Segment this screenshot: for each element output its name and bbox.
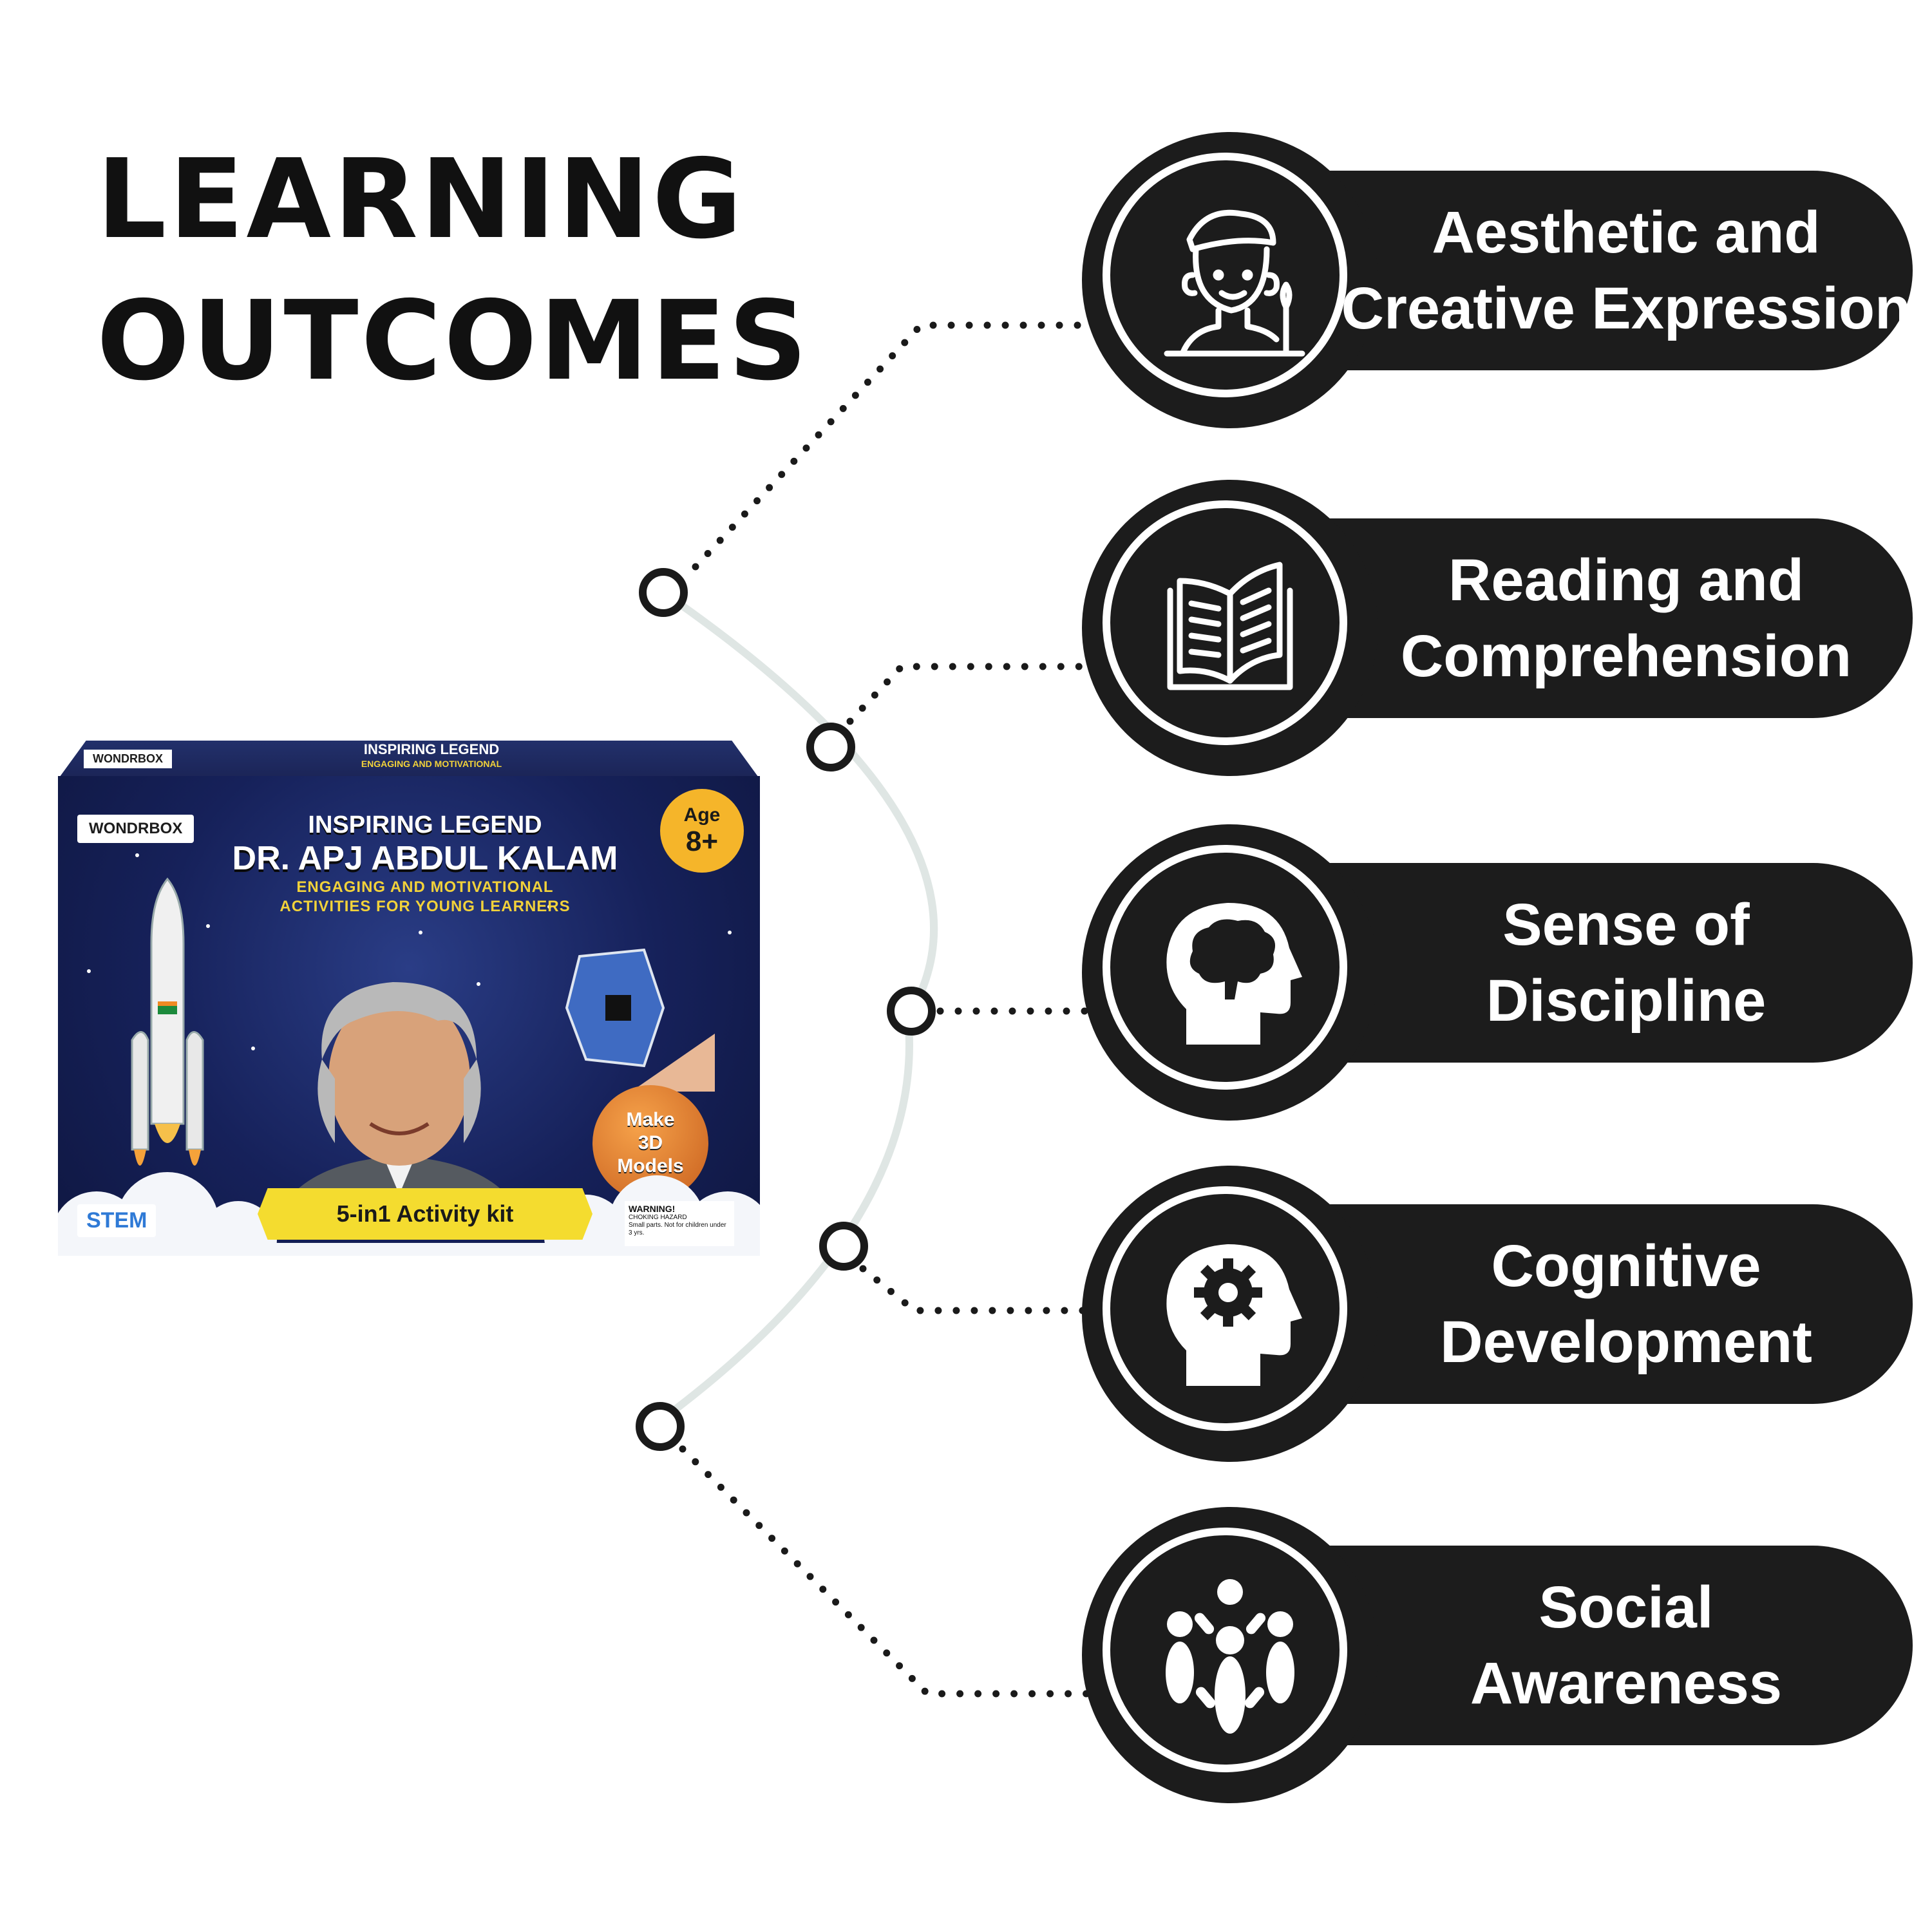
outcome-line-2: Development — [1440, 1309, 1812, 1375]
outcome-line-1: Sense of — [1502, 892, 1750, 958]
box-headline: INSPIRING LEGEND DR. APJ ABDUL KALAM ENG… — [225, 811, 625, 916]
node-4 — [819, 1222, 868, 1271]
rocket-illustration — [131, 877, 204, 1166]
open-book-icon — [1167, 562, 1293, 690]
outcome-label: Cognitive Development — [1359, 1211, 1893, 1397]
lid-brand: WONDRBOX — [84, 750, 172, 768]
badge-line-3: Models — [617, 1155, 684, 1177]
outcome-cognitive: Cognitive Development — [1082, 1166, 1919, 1462]
satellite-model-illustration — [565, 948, 715, 1092]
warning-detail: Small parts. Not for children under 3 yr… — [629, 1222, 726, 1236]
product-box: WONDRBOX INSPIRING LEGEND ENGAGING AND M… — [58, 741, 760, 1256]
box-front: WONDRBOX INSPIRING LEGEND DR. APJ ABDUL … — [58, 776, 760, 1256]
outcome-line-2: Awareness — [1470, 1651, 1783, 1716]
dotted-line-2 — [846, 663, 1092, 725]
outcome-reading: Reading and Comprehension — [1082, 480, 1919, 776]
outcome-label: Aesthetic and Creative Expression — [1341, 177, 1911, 364]
stem-logo: STEM — [77, 1204, 156, 1237]
outcome-line-2: Comprehension — [1400, 623, 1852, 689]
dotted-line-5 — [679, 1445, 1092, 1698]
node-1 — [639, 568, 688, 617]
outcome-line-2: Creative Expression — [1341, 276, 1911, 341]
tagline-2: ACTIVITIES FOR YOUNG LEARNERS — [279, 898, 571, 915]
outcome-line-1: Reading and — [1448, 547, 1804, 613]
age-label: Age — [683, 804, 721, 826]
age-badge: Age 8+ — [660, 789, 744, 873]
outcome-label: Sense of Discipline — [1359, 869, 1893, 1056]
outcome-aesthetic: Aesthetic and Creative Expression — [1082, 132, 1919, 428]
node-2 — [806, 723, 855, 772]
make-3d-badge: Make 3D Models — [592, 1085, 708, 1201]
node-3 — [887, 987, 936, 1036]
dotted-line-1 — [692, 321, 1092, 571]
badge-line-1: Make — [626, 1109, 675, 1130]
outcome-label: Reading and Comprehension — [1359, 525, 1893, 712]
warning-label: WARNING! CHOKING HAZARD Small parts. Not… — [625, 1201, 734, 1246]
artist-icon — [1164, 209, 1305, 357]
gear-head-icon — [1166, 1244, 1302, 1386]
badge-line-2: 3D — [638, 1132, 663, 1153]
outcome-line-1: Aesthetic and — [1432, 200, 1821, 265]
lid-subtitle: ENGAGING AND MOTIVATIONAL — [361, 759, 502, 769]
headline-top: INSPIRING LEGEND — [308, 811, 542, 838]
node-5 — [636, 1402, 685, 1451]
tagline-1: ENGAGING AND MOTIVATIONAL — [296, 878, 554, 896]
headline-name: DR. APJ ABDUL KALAM — [232, 840, 618, 877]
age-value: 8+ — [685, 826, 719, 857]
warning-title: WARNING! — [629, 1204, 676, 1214]
brain-head-icon — [1166, 903, 1302, 1045]
lid-title: INSPIRING LEGEND — [303, 742, 560, 757]
box-lid: WONDRBOX INSPIRING LEGEND ENGAGING AND M… — [58, 741, 760, 779]
outcome-discipline: Sense of Discipline — [1082, 824, 1919, 1121]
outcome-line-1: Cognitive — [1491, 1233, 1761, 1299]
warning-subtitle: CHOKING HAZARD — [629, 1214, 687, 1221]
title-line-1: LEARNING — [97, 136, 745, 263]
outcome-line-1: Social — [1539, 1575, 1714, 1640]
outcome-line-2: Discipline — [1486, 968, 1766, 1034]
people-group-icon — [1166, 1579, 1294, 1734]
dotted-line-4 — [859, 1265, 1092, 1314]
activity-kit-ribbon: 5-in1 Activity kit — [258, 1188, 592, 1240]
outcome-label: Social Awareness — [1359, 1552, 1893, 1739]
brand-logo: WONDRBOX — [77, 815, 194, 843]
lid-title-top: INSPIRING LEGEND — [363, 741, 500, 757]
outcome-social: Social Awareness — [1082, 1507, 1919, 1803]
